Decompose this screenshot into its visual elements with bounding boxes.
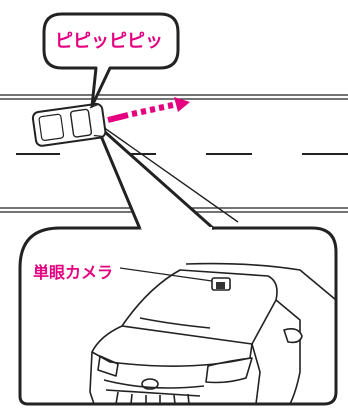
- inset-pointer: [94, 122, 215, 231]
- minivan-illustration: [89, 262, 337, 405]
- drift-arrow: [107, 97, 190, 123]
- camera-leader-line: [119, 267, 213, 282]
- inset-frame: [18, 226, 338, 406]
- beep-sound-text: ピピッピピッ: [55, 31, 163, 52]
- road-upper-edge: [0, 94, 348, 100]
- sound-bubble: [42, 12, 180, 108]
- camera-label: 単眼カメラ: [33, 263, 114, 282]
- vehicle-top-view: [31, 102, 107, 147]
